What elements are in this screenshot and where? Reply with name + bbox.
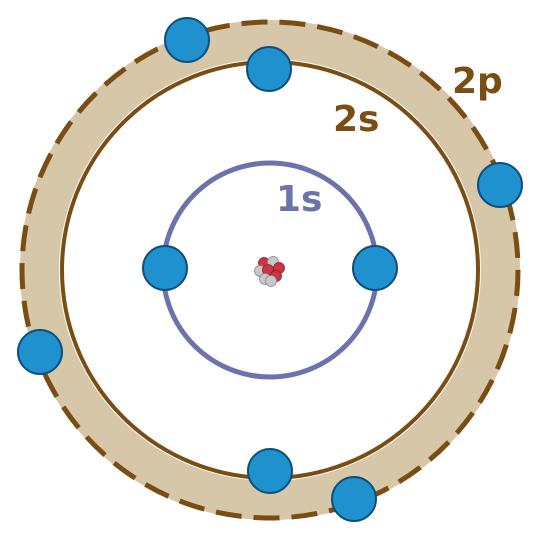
electrons (17, 17, 523, 522)
electron (142, 245, 188, 291)
shell-2p-band (20, 20, 520, 520)
electron (246, 46, 292, 92)
label-1s: 1s (276, 179, 322, 220)
electron (331, 476, 377, 522)
electron (247, 448, 293, 494)
nucleus (254, 256, 285, 287)
electron (17, 329, 63, 375)
shell-2p-dashed-boundary (19, 19, 521, 521)
nucleus-particle (265, 275, 277, 287)
electron (352, 245, 398, 291)
electron (477, 162, 523, 208)
label-2s: 2s (333, 99, 379, 140)
electron (164, 17, 210, 63)
label-2p: 2p (452, 61, 503, 102)
